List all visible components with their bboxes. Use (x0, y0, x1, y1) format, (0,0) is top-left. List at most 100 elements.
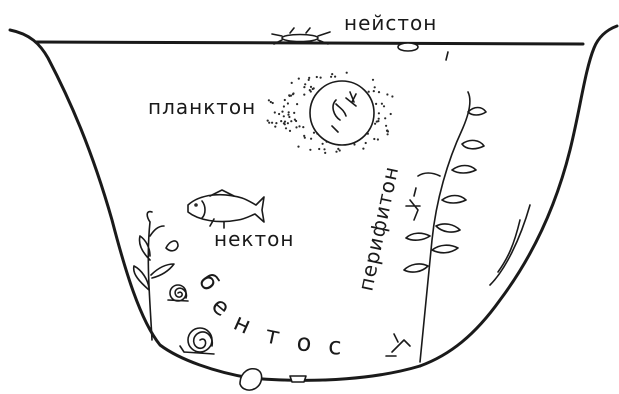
plankton-dot (377, 138, 379, 140)
plankton-dot (368, 91, 370, 93)
plankton-dot (281, 111, 283, 113)
plankton-dot (330, 76, 332, 78)
plankton-dot (381, 103, 383, 105)
plankton-dot (295, 126, 297, 128)
plankton-dot (386, 129, 388, 131)
snail-icon (168, 285, 188, 301)
plankton-dot (303, 86, 305, 88)
plankton-dot (290, 120, 292, 122)
plant-icon (134, 212, 178, 340)
plankton-dot (288, 94, 290, 96)
plankton-dot (318, 148, 320, 150)
plankton-dot (274, 126, 276, 128)
plankton-dot (390, 113, 392, 115)
benthos-letter: о (295, 328, 313, 357)
plankton-dot (334, 76, 336, 78)
plankton-dot (337, 148, 339, 150)
nekton-label: нектон (214, 227, 294, 251)
plankton-dot (270, 101, 272, 103)
plankton-dot (387, 133, 389, 135)
plankton-dot (335, 151, 337, 153)
plankton-dot (308, 79, 310, 81)
plankton-dot (272, 102, 274, 104)
plankton-dot (283, 105, 285, 107)
plankton-dot (287, 122, 289, 124)
plankton-dot (310, 86, 312, 88)
benthos-letter: е (206, 291, 235, 322)
plankton-dot (378, 91, 380, 93)
plankton-dot (287, 114, 289, 116)
periphyton-label: перифитон (353, 164, 403, 293)
plankton-dot (383, 105, 385, 107)
pond-bottom (250, 366, 420, 380)
plankton-dot (374, 86, 376, 88)
plankton-dot (283, 115, 285, 117)
plankton-dot (391, 95, 393, 97)
plankton-dot (385, 125, 387, 127)
plankton-dot (302, 126, 304, 128)
benthos-letter: с (328, 332, 342, 360)
plankton-dot (291, 82, 293, 84)
plankton-dot (289, 130, 291, 132)
plankton-dot (298, 78, 300, 80)
plankton-dot (346, 72, 348, 74)
right-bank-shading (490, 205, 530, 285)
plankton-dot (373, 90, 375, 92)
plankton-dot (316, 76, 318, 78)
plankton-dot (268, 122, 270, 124)
plankton-dot (353, 143, 355, 145)
fish-icon (188, 190, 264, 228)
plankton-dot (288, 116, 290, 118)
plankton-dot (287, 102, 289, 104)
plankton-dot (331, 73, 333, 75)
benthos-letter: н (230, 308, 256, 340)
plankton-dot (278, 113, 280, 115)
plankton-dot (372, 79, 374, 81)
plankton-dot (297, 146, 299, 148)
plankton-dot (365, 142, 367, 144)
plankton-dot (274, 111, 276, 113)
plankton-dot (313, 132, 315, 134)
plankton-dot (295, 120, 297, 122)
plankton-organism-icon (310, 81, 374, 145)
plankton-dot (292, 93, 294, 95)
plankton-dot (373, 138, 375, 140)
plankton-dot (376, 121, 378, 123)
plankton-dot (284, 121, 286, 123)
plankton-dot (378, 118, 380, 120)
plankton-dot (362, 148, 364, 150)
plankton-dot (284, 123, 286, 125)
plankton-dot (268, 99, 270, 101)
plankton-dot (320, 77, 322, 79)
plankton-dot (323, 148, 325, 150)
plankton-dot (324, 152, 326, 154)
plankton-dot (304, 83, 306, 85)
plankton-dot (304, 137, 306, 139)
plankton-dot (309, 89, 311, 91)
plankton-dot (293, 112, 295, 114)
plankton-dot (308, 77, 310, 79)
plankton-dot (298, 125, 300, 127)
plankton-dot (309, 149, 311, 151)
benthos-letter: б (193, 268, 225, 295)
plankton-dot (303, 94, 305, 96)
plant-icon (404, 92, 486, 362)
plankton-dot (267, 120, 269, 122)
pebble-icon (398, 43, 448, 60)
plankton-dot (296, 103, 298, 105)
plankton-dot (378, 112, 380, 114)
plankton-dot (275, 122, 277, 124)
plankton-dot (288, 111, 290, 113)
plankton-dot (322, 143, 324, 145)
neuston-label: нейстон (344, 11, 437, 35)
plankton-label: планктон (148, 95, 256, 119)
plankton-dot (313, 87, 315, 89)
plankton-dot (285, 127, 287, 129)
plankton-dot (386, 93, 388, 95)
plankton-dot (271, 122, 273, 124)
plankton-dot (284, 99, 286, 101)
plankton-dot (374, 123, 376, 125)
snail-icon (180, 328, 214, 354)
plankton-dot (280, 120, 282, 122)
